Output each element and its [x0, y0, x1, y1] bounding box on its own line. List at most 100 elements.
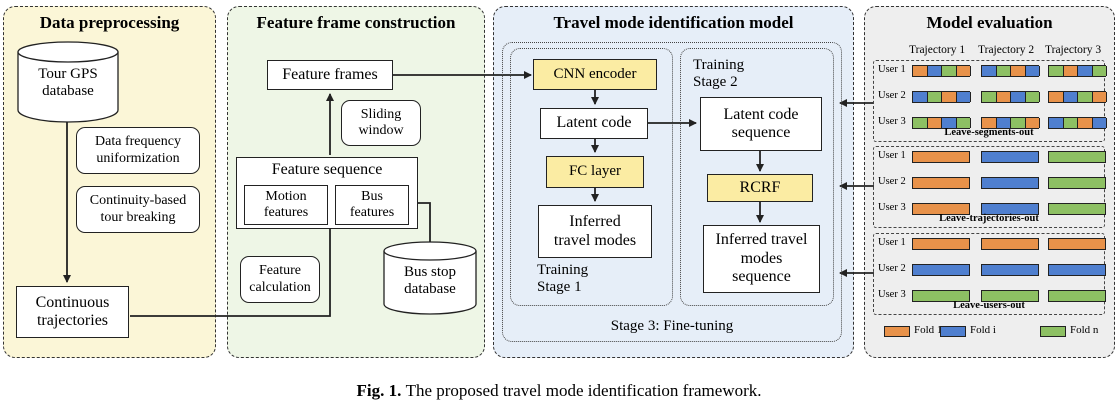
fold-segment: [956, 66, 971, 76]
fold-segment: [982, 92, 997, 102]
fold-bar: [981, 91, 1040, 103]
legend-label: Fold n: [1070, 324, 1099, 336]
panel-title-evaluation: Model evaluation: [926, 13, 1053, 32]
stage3-label: Stage 3: Fine-tuning: [610, 318, 734, 334]
fold-segment: [913, 66, 928, 76]
user-label: User 3: [878, 202, 906, 213]
fold-segment: [996, 118, 1011, 128]
latent-code-sequence-box: Latent code sequence: [700, 97, 822, 151]
bus-stop-database-label: Bus stop database: [403, 264, 457, 298]
legend-swatch: [940, 326, 966, 337]
fold-segment: [1078, 118, 1093, 128]
fold-bar: [1048, 290, 1106, 302]
leave-segments-out-label: Leave-segments-out: [944, 127, 1034, 138]
leave-trajectories-out-label: Leave-trajectories-out: [939, 213, 1039, 224]
fold-bar: [981, 203, 1039, 215]
latent-code-box: Latent code: [540, 108, 648, 139]
user-label: User 1: [878, 237, 906, 248]
fold-bar: [1048, 91, 1107, 103]
user-label: User 1: [878, 150, 906, 161]
inferred-travel-modes-box: Inferred travel modes: [538, 205, 652, 258]
fold-segment: [1049, 92, 1064, 102]
fold-segment: [927, 66, 942, 76]
fold-segment: [1011, 118, 1026, 128]
bus-stop-database-cylinder: [383, 241, 477, 315]
fold-segment: [913, 92, 928, 102]
training-stage1-label: Training Stage 1: [537, 262, 589, 296]
fold-segment: [1063, 92, 1078, 102]
feature-calculation-box: Feature calculation: [240, 256, 320, 303]
fold-bar: [981, 117, 1040, 129]
trajectory-header: Trajectory 1: [909, 44, 966, 56]
panel-title-model: Travel mode identification model: [553, 13, 794, 32]
cnn-encoder-box: CNN encoder: [533, 59, 657, 90]
fold-bar: [1048, 117, 1107, 129]
fold-bar: [1048, 177, 1106, 189]
fold-segment: [996, 92, 1011, 102]
leave-users-out-label: Leave-users-out: [953, 300, 1025, 311]
fold-bar: [912, 238, 970, 250]
fold-bar: [981, 65, 1040, 77]
figure-caption: Fig. 1. The proposed travel mode identif…: [0, 381, 1118, 401]
fold-bar: [912, 117, 971, 129]
fold-bar: [981, 151, 1039, 163]
panel-title-preprocessing: Data preprocessing: [39, 13, 180, 32]
fold-segment: [956, 92, 971, 102]
fold-bar: [912, 151, 970, 163]
legend-label: Fold i: [970, 324, 996, 336]
fold-segment: [1092, 118, 1107, 128]
fold-bar: [912, 264, 970, 276]
fold-segment: [1049, 118, 1064, 128]
stage3-boundary: [502, 42, 842, 342]
fold-segment: [996, 66, 1011, 76]
fold-segment: [927, 118, 942, 128]
fold-segment: [1092, 66, 1107, 76]
fold-segment: [913, 118, 928, 128]
bus-features-box: Bus features: [335, 185, 409, 225]
user-label: User 1: [878, 64, 906, 75]
fold-bar: [1048, 65, 1107, 77]
feature-sequence-box: Feature sequence Motion features Bus fea…: [236, 157, 418, 229]
fold-segment: [1011, 66, 1026, 76]
fold-segment: [1025, 118, 1040, 128]
tour-breaking-box: Continuity-based tour breaking: [76, 186, 200, 233]
feature-sequence-label: Feature sequence: [271, 161, 383, 178]
continuous-trajectories-box: Continuous trajectories: [16, 286, 129, 338]
fold-bar: [1048, 264, 1106, 276]
fold-bar: [1048, 238, 1106, 250]
legend-label: Fold 1: [914, 324, 943, 336]
fold-segment: [942, 66, 957, 76]
sliding-window-box: Sliding window: [341, 100, 421, 146]
fold-segment: [942, 92, 957, 102]
user-label: User 2: [878, 90, 906, 101]
fold-bar: [912, 177, 970, 189]
figure-caption-text: The proposed travel mode identification …: [405, 381, 762, 400]
fold-bar: [912, 65, 971, 77]
fold-bar: [1048, 151, 1106, 163]
fold-bar: [912, 91, 971, 103]
inferred-modes-sequence-box: Inferred travel modes sequence: [703, 225, 820, 293]
fold-bar: [981, 177, 1039, 189]
fold-segment: [927, 92, 942, 102]
user-label: User 2: [878, 176, 906, 187]
legend-swatch: [884, 326, 910, 337]
fold-segment: [982, 66, 997, 76]
fold-segment: [1049, 66, 1064, 76]
legend-swatch: [1040, 326, 1066, 337]
fc-layer-box: FC layer: [546, 156, 644, 188]
training-stage2-label: Training Stage 2: [693, 57, 745, 91]
fold-segment: [1063, 118, 1078, 128]
user-label: User 3: [878, 116, 906, 127]
fold-bar: [912, 203, 970, 215]
stage2-boundary: [680, 48, 834, 306]
fold-segment: [1025, 66, 1040, 76]
feature-frames-box: Feature frames: [267, 60, 393, 90]
fold-bar: [1048, 203, 1106, 215]
trajectory-header: Trajectory 3: [1045, 44, 1102, 56]
fold-segment: [956, 118, 971, 128]
user-label: User 2: [878, 263, 906, 274]
fold-segment: [982, 118, 997, 128]
fold-segment: [1025, 92, 1040, 102]
fold-segment: [1011, 92, 1026, 102]
